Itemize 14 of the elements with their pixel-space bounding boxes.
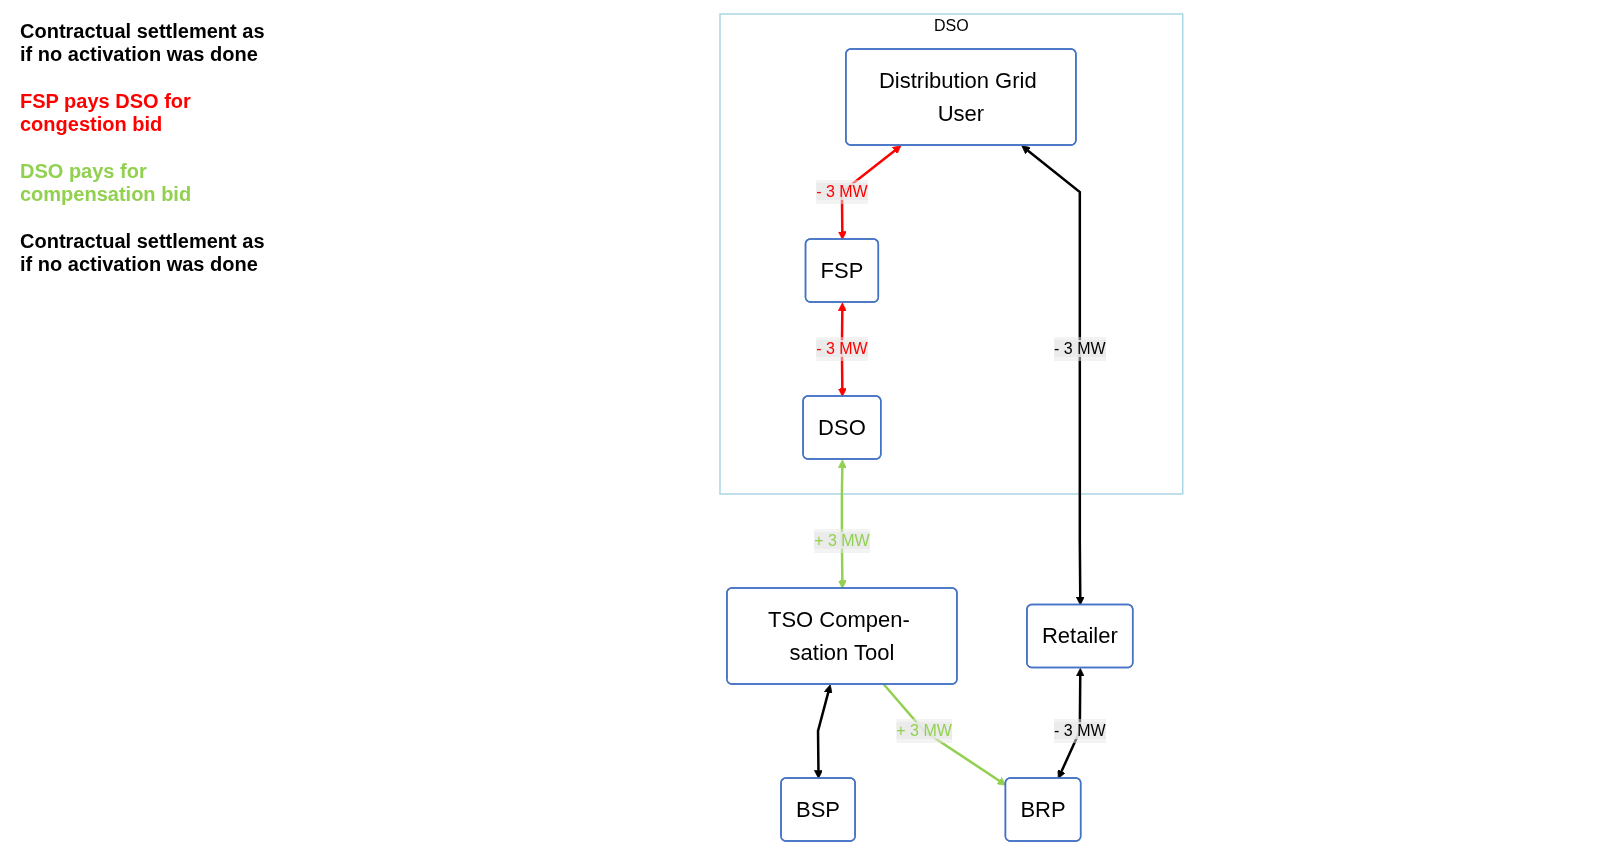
edge-label: + 3 MW xyxy=(813,532,870,549)
edge-label: - 3 MW xyxy=(1053,340,1106,357)
edge-label: - 3 MW xyxy=(815,183,868,201)
edge-label: - 3 MW xyxy=(1053,721,1106,739)
arrow xyxy=(1021,145,1085,606)
arrow xyxy=(837,459,847,589)
note-text: Contractual settlement as if no activation was done xyxy=(20,20,266,66)
note-text: FSP pays DSO for congestion bid xyxy=(20,90,192,136)
edge-label: - 3 MW xyxy=(815,340,868,357)
note-text: Contractual settlement as if no activation was done xyxy=(20,230,266,276)
edge-label: + 3 MW xyxy=(895,721,952,739)
note-text: DSO pays for compensation bid xyxy=(20,160,193,206)
arrow xyxy=(882,683,1006,786)
arrow xyxy=(813,684,833,779)
